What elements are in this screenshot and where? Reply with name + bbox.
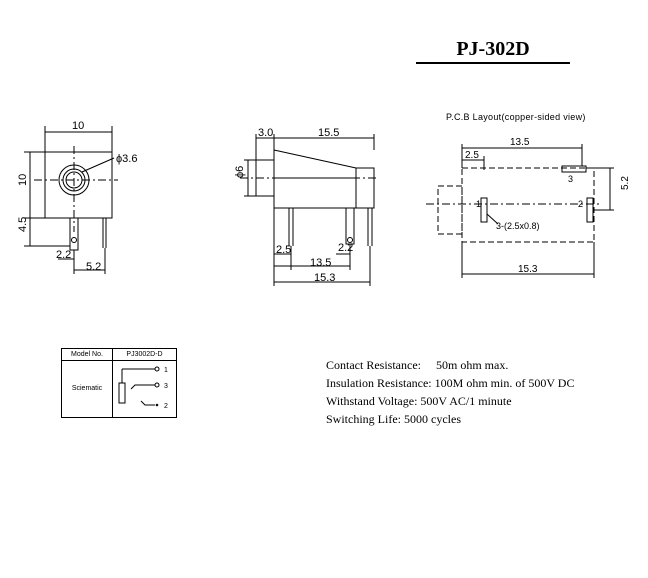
model-header: Model No. [62, 349, 113, 361]
schematic-pin1: 1 [164, 367, 168, 374]
spec-value: 100M ohm min. of 500V DC [434, 376, 575, 390]
schematic-cell: 1 3 2 [113, 361, 176, 417]
side-span-label: 13.5 [310, 257, 331, 269]
pcb-layout-caption: P.C.B Layout(copper-sided view) [446, 112, 586, 122]
part-title: PJ-302D [456, 38, 530, 60]
front-pin-spacing2-label: 5.2 [86, 261, 101, 273]
schematic-symbol: 1 3 2 [118, 366, 168, 410]
front-width-label: 10 [72, 120, 84, 132]
spec-row-insulation: Insulation Resistance: 100M ohm min. of … [326, 374, 574, 392]
spec-name: Insulation Resistance: [326, 376, 432, 390]
spec-name: Contact Resistance: [326, 358, 421, 372]
pcb-bottom-span-label: 15.3 [518, 264, 538, 275]
front-hole-label: ϕ3.6 [116, 153, 137, 165]
schematic-pin2: 2 [164, 403, 168, 410]
title-underline [416, 62, 570, 64]
pcb-pin3-label: 3 [568, 174, 573, 184]
side-pin-b-label: 2.2 [338, 242, 353, 254]
spec-name: Withstand Voltage: [326, 394, 418, 408]
side-pin-a-label: 2.5 [276, 244, 291, 256]
spec-list: Contact Resistance: 50m ohm max. Insulat… [326, 356, 574, 428]
model-table: Model No. PJ3002D-D Sciematic 1 3 2 [61, 348, 177, 418]
side-flange-label: 3.0 [258, 127, 273, 139]
spec-value: 50m ohm max. [435, 358, 509, 372]
pcb-pin2-label: 2 [578, 199, 583, 209]
front-height-label: 10 [17, 174, 29, 186]
spec-value: 5000 cycles [404, 412, 461, 426]
pcb-hole-label: 3-(2.5x0.8) [496, 221, 540, 231]
side-diameter-label: ϕ6 [234, 166, 246, 178]
spec-row-switching: Switching Life: 5000 cycles [326, 410, 574, 428]
spec-name: Switching Life: [326, 412, 401, 426]
pcb-pin1-label: 1 [476, 199, 481, 209]
front-pin-offset-label: 4.5 [17, 217, 29, 232]
schematic-label: Sciematic [62, 361, 113, 417]
side-body-label: 15.5 [318, 127, 339, 139]
front-pin-spacing-label: 2.2 [56, 249, 71, 261]
pcb-right-height-label: 5.2 [620, 176, 631, 190]
spec-value: 500V AC/1 minute [420, 394, 512, 408]
side-total-label: 15.3 [314, 272, 335, 284]
model-value: PJ3002D-D [113, 349, 176, 361]
schematic-pin3: 3 [164, 383, 168, 390]
pcb-left-offset-label: 2.5 [465, 150, 479, 161]
pcb-top-span-label: 13.5 [510, 137, 530, 148]
spec-row-contact: Contact Resistance: 50m ohm max. [326, 356, 574, 374]
spec-row-withstand: Withstand Voltage: 500V AC/1 minute [326, 392, 574, 410]
